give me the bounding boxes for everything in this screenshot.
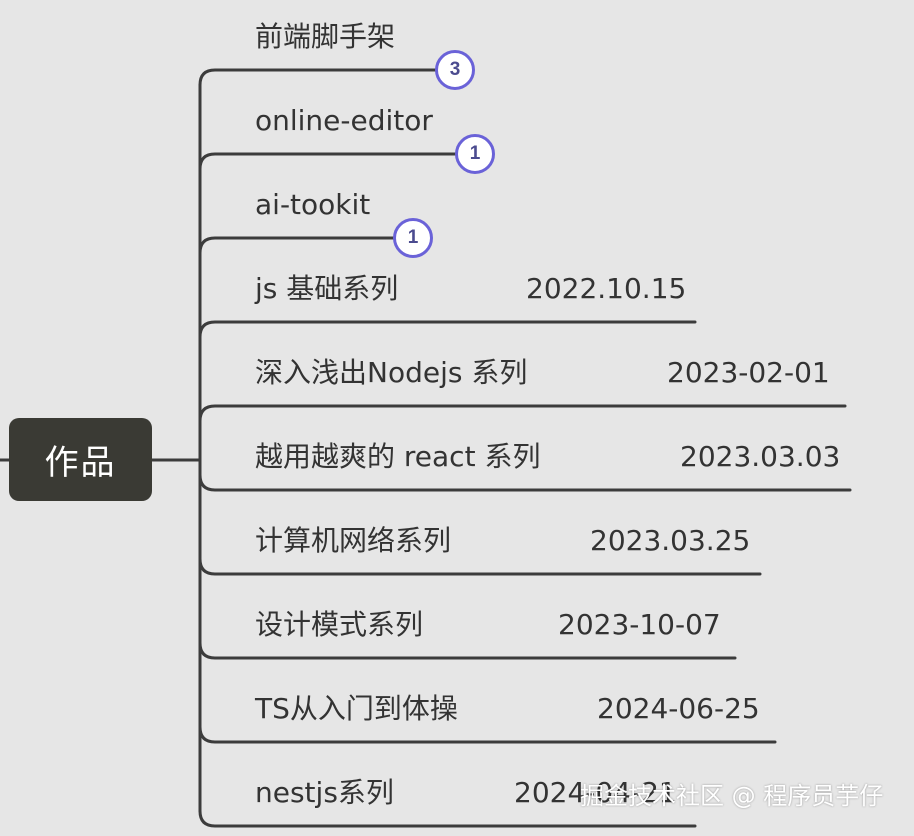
node-date-nestjs: 2024-04-21 — [514, 776, 677, 809]
branch-line-2 — [198, 152, 477, 171]
node-label-online-editor[interactable]: online-editor — [255, 104, 433, 137]
node-label-scaffold[interactable]: 前端脚手架 — [255, 20, 396, 53]
branch-line-6 — [198, 473, 852, 492]
node-label-js-basics[interactable]: js 基础系列 — [255, 272, 399, 305]
node-date-js-basics: 2022.10.15 — [526, 272, 687, 305]
branch-line-8 — [198, 641, 737, 660]
node-label-design-patterns[interactable]: 设计模式系列 — [255, 608, 424, 641]
node-label-typescript[interactable]: TS从入门到体操 — [255, 692, 458, 725]
branch-line-1 — [198, 68, 457, 87]
node-label-ai-tookit[interactable]: ai-tookit — [255, 188, 371, 221]
node-label-nestjs[interactable]: nestjs系列 — [255, 776, 394, 809]
node-label-network[interactable]: 计算机网络系列 — [255, 524, 452, 557]
count-badge-ai-tookit[interactable]: 1 — [393, 218, 433, 258]
node-date-nodejs: 2023-02-01 — [667, 356, 830, 389]
node-label-react[interactable]: 越用越爽的 react 系列 — [255, 440, 541, 473]
branch-line-7 — [198, 557, 762, 576]
root-label: 作品 — [44, 443, 117, 483]
branch-line-3 — [198, 236, 415, 255]
branch-line-4 — [198, 320, 697, 339]
node-date-typescript: 2024-06-25 — [597, 692, 760, 725]
root-node[interactable]: 作品 — [9, 418, 152, 501]
count-badge-scaffold[interactable]: 3 — [435, 50, 475, 90]
branch-line-10 — [198, 809, 697, 828]
node-date-design-patterns: 2023-10-07 — [558, 608, 721, 641]
branch-line-9 — [198, 725, 777, 744]
watermark: 掘金技术社区 @ 程序员芋仔 — [580, 782, 884, 810]
node-date-network: 2023.03.25 — [590, 524, 751, 557]
count-badge-online-editor[interactable]: 1 — [455, 134, 495, 174]
branch-line-5 — [198, 404, 847, 423]
node-label-nodejs[interactable]: 深入浅出Nodejs 系列 — [255, 356, 528, 389]
node-date-react: 2023.03.03 — [680, 440, 841, 473]
